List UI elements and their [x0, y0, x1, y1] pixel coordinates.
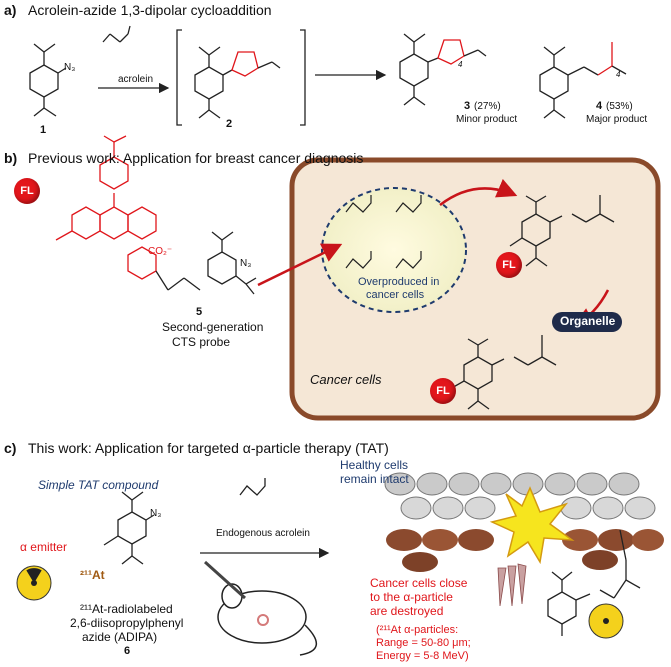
compound-2-number: 2 — [226, 118, 233, 130]
compound-6-name-3: azide (ADIPA) — [82, 630, 158, 644]
compound-6-name-2: 2,6-diisopropylphenyl — [70, 616, 184, 630]
compound-4-yield: (53%) — [606, 101, 633, 112]
compound-1-structure — [29, 43, 67, 117]
panel-c-title: This work: Application for targeted α-pa… — [28, 440, 389, 456]
bound-adda-structure — [547, 529, 641, 636]
endogenous-acrolein-label: Endogenous acrolein — [216, 528, 310, 539]
destroyed-line1: Cancer cells close — [370, 576, 468, 590]
position-4-label-3: 4 — [458, 60, 463, 69]
info-line2: Range = 50-80 μm; — [376, 637, 471, 649]
acrolein-reagent — [102, 25, 131, 43]
compound-6-number: 6 — [124, 645, 131, 657]
at211-label: ²¹¹At — [80, 568, 105, 582]
alpha-emitter-label: α emitter — [20, 540, 67, 554]
compound-3-yield: (27%) — [474, 101, 501, 112]
acrolein-label: acrolein — [118, 74, 154, 85]
healthy-line1: Healthy cells — [340, 458, 409, 472]
organelle-label: Organelle — [560, 314, 616, 328]
organelle-pill — [552, 312, 622, 332]
mouse-illustration — [203, 560, 317, 656]
cancer-cells-label: Cancer cells — [310, 372, 382, 387]
destroyed-line3: are destroyed — [370, 604, 444, 618]
overproduced-line2: cancer cells — [366, 289, 425, 301]
compound-6-structure — [103, 491, 155, 565]
compound-4-structure — [539, 42, 627, 119]
healthy-cells — [384, 472, 656, 520]
fl-badge-probe: FL — [14, 178, 40, 204]
compound-3-number: 3 — [464, 100, 471, 112]
panel-b-title: Previous work: Application for breast ca… — [28, 150, 364, 166]
reaction-arrow-red-1 — [439, 178, 518, 206]
explosion-burst — [489, 486, 575, 565]
position-4-label-4: 4 — [616, 70, 621, 79]
compound-5-number: 5 — [196, 306, 203, 318]
healthy-line2: remain intact — [340, 472, 409, 486]
compound-3-desc: Minor product — [456, 114, 518, 125]
info-line3: Energy = 5-8 MeV) — [376, 650, 469, 662]
panel-a-title: Acrolein-azide 1,3-dipolar cycloaddition — [28, 2, 272, 18]
panel-a-label: a) — [4, 2, 17, 18]
compound-4-desc: Major product — [586, 114, 648, 125]
overproduced-line1: Overproduced in — [358, 276, 440, 288]
probe-to-cell-arrow — [257, 243, 343, 287]
cancer-cells — [386, 529, 664, 572]
acrolein-c — [239, 478, 266, 496]
n3-label-1: N₃ — [64, 62, 76, 73]
probe-5-structure — [55, 135, 157, 280]
fl-badge-upper: FL — [496, 252, 522, 278]
n3-label-5: N₃ — [240, 258, 252, 269]
compound-4-number: 4 — [596, 100, 603, 112]
destroyed-line2: to the α-particle — [370, 590, 453, 604]
compound-3-structure — [399, 33, 487, 106]
info-line1: (²¹¹At α-particles: — [376, 624, 459, 636]
panel-b-label: b) — [4, 150, 18, 166]
compound-1-number: 1 — [40, 124, 47, 136]
panel-c-label: c) — [4, 440, 17, 456]
co2-label: CO₂⁻ — [148, 246, 173, 257]
n3-label-6: N₃ — [150, 508, 162, 519]
radiation-icon-right — [588, 603, 624, 639]
fl-badge-lower: FL — [430, 378, 456, 404]
probe-desc-line1: Second-generation — [162, 320, 264, 334]
radiation-icon-left — [16, 565, 52, 601]
compound-6-name-1: ²¹¹At-radiolabeled — [80, 602, 173, 616]
alpha-rays — [497, 563, 527, 607]
compound-2-structure — [194, 46, 281, 119]
tat-subtitle: Simple TAT compound — [38, 478, 159, 492]
probe-desc-line2: CTS probe — [172, 335, 231, 349]
